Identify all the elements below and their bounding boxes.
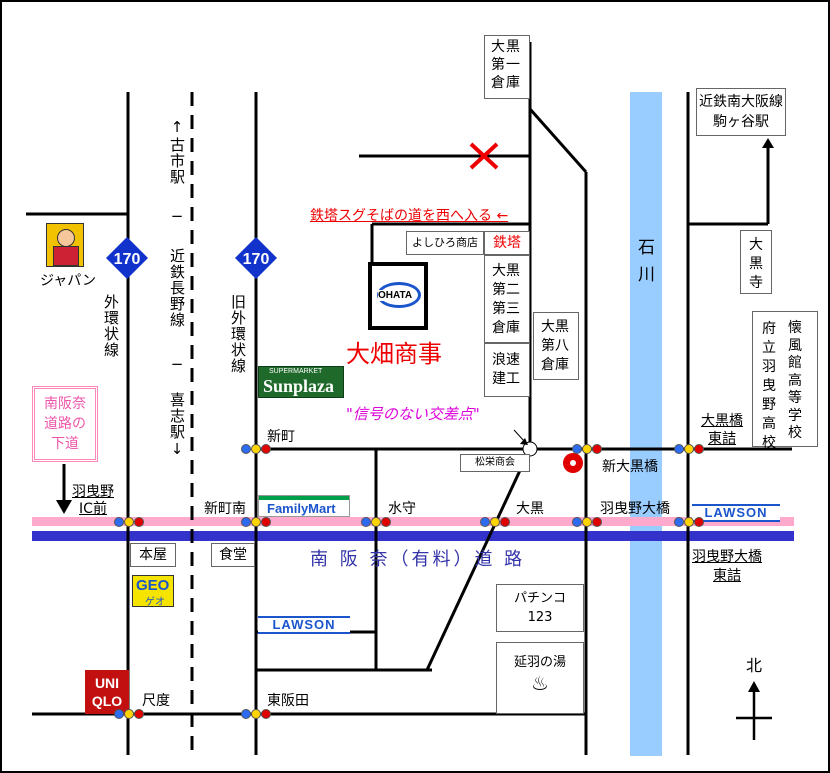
traffic-signal-icon — [114, 709, 144, 719]
gear-logo-icon — [563, 453, 583, 473]
ohata-shoji-label: 大畑商事 — [346, 340, 442, 368]
north-label: 北 — [746, 656, 763, 675]
minami-hanna-road-label: 南 阪 奈（有料）道 路 — [310, 549, 526, 570]
kishi-station-label: 喜志駅↓ — [168, 392, 186, 459]
shokudo: 食堂 — [211, 543, 255, 567]
traffic-signal-icon — [572, 517, 602, 527]
svg-text:170: 170 — [114, 251, 141, 268]
kintetsu-nagano-label: 近鉄長野線 — [168, 248, 186, 328]
familymart-logo: FamilyMart — [258, 495, 350, 517]
daikoku-label: 大黒 — [516, 501, 544, 517]
gaikan-label: 外環状線 — [102, 294, 120, 358]
minami-hanna-toll-road — [32, 531, 794, 541]
daikokubashi-higashi-label: 大黒橋 東詰 — [701, 413, 743, 447]
minami-hanna-under-road-box: 南阪奈 道路の 下道 — [32, 386, 98, 462]
shakudo-label: 尺度 — [142, 693, 170, 709]
dash-1: − — [168, 207, 186, 226]
ishikawa-label: 石川 — [634, 238, 654, 292]
route-170-shield-icon: 170 — [106, 237, 148, 279]
ohata-logo-text: OHATA — [378, 290, 413, 301]
japan-label: ジャパン — [40, 273, 96, 289]
diagonal-north — [528, 108, 588, 173]
school-box: 懐風館高等学校 府立羽曳野高校 — [752, 311, 818, 451]
tetto-box: 鉄塔 — [484, 231, 530, 255]
traffic-signal-icon — [114, 517, 144, 527]
kyu-gaikan-label: 旧外環状線 — [229, 294, 247, 374]
ishikawa-river — [630, 92, 662, 756]
traffic-signal-icon — [674, 517, 704, 527]
onsen-icon: ♨ — [531, 671, 549, 695]
dash-2: − — [168, 355, 186, 374]
yoshihiro-store: よしひろ商店 — [406, 231, 484, 255]
no-signal-intersection-label: "信号のない交差点" — [346, 405, 480, 423]
uniqlo-logo: UNI QLO — [85, 670, 129, 714]
diagonal-south — [425, 448, 532, 671]
route-170-shield-icon: 170 — [235, 237, 277, 279]
traffic-signal-icon — [572, 444, 602, 454]
mizumori-label: 水守 — [388, 501, 416, 517]
habikino-ohashi-higashi-label: 羽曳野大橋 東詰 — [692, 549, 762, 584]
kintetsu-station-box: 近鉄南大阪線 駒ヶ谷駅 — [696, 88, 786, 136]
shin-daikokubashi-label: 新大黒橋 — [602, 459, 658, 475]
tetto-direction-sign: 鉄塔スグそばの道を西へ入る ← — [310, 208, 509, 224]
daikoku-warehouse-2-3: 大黒第二第三倉庫 — [484, 255, 530, 343]
namihaya-kenko: 浪速建工 — [484, 343, 530, 397]
ohata-building: OHATA — [368, 262, 428, 330]
shinmachi-minami-label: 新町南 — [204, 501, 246, 517]
traffic-signal-icon — [674, 444, 704, 454]
japan-store-logo — [46, 223, 84, 267]
traffic-signal-icon — [361, 517, 391, 527]
shoei-shokai: 松栄商会 — [460, 454, 530, 472]
higashi-handa-label: 東阪田 — [267, 693, 309, 709]
destination-x-icon — [469, 142, 499, 170]
nobuha-no-yu: 延羽の湯 ♨ — [496, 642, 584, 714]
habikino-ic-label: 羽曳野 IC前 — [72, 484, 114, 517]
geo-logo: GEO ゲオ — [132, 575, 174, 608]
traffic-signal-icon — [241, 709, 271, 719]
lawson-logo-2: LAWSON — [258, 616, 350, 634]
lawson-logo: LAWSON — [692, 504, 780, 522]
minami-hanna-lower-road — [32, 517, 794, 526]
svg-text:170: 170 — [243, 251, 270, 268]
traffic-signal-icon — [241, 444, 271, 454]
honya: 本屋 — [130, 543, 176, 567]
sunplaza-logo: SUPERMARKET Sunplaza — [258, 366, 344, 398]
daikoku-warehouse-1: 大黒第一倉庫 — [484, 35, 530, 99]
traffic-signal-icon — [480, 517, 510, 527]
traffic-signal-icon — [241, 517, 271, 527]
daikoku-warehouse-8: 大黒第八倉庫 — [533, 312, 579, 380]
daikokuji: 大黒寺 — [740, 230, 772, 294]
furuichi-station-label: ↑古市駅 — [168, 118, 186, 185]
shinmachi-label: 新町 — [267, 429, 295, 445]
pachinko-123: パチンコ 123 — [496, 584, 584, 632]
habikino-ohashi-label: 羽曳野大橋 — [600, 501, 670, 517]
